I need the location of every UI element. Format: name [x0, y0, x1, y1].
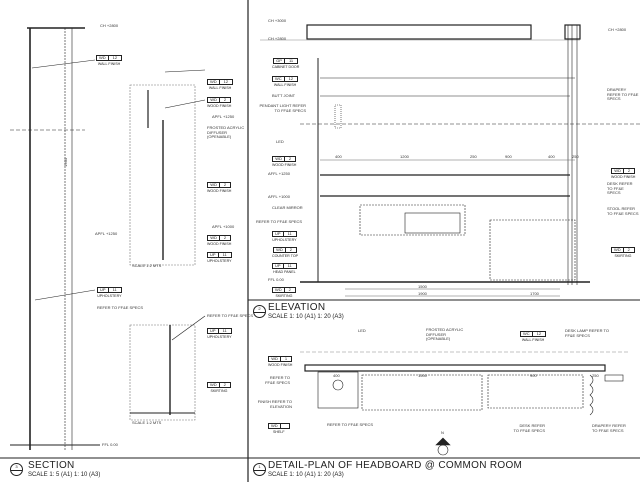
dimension: 1900: [418, 291, 427, 296]
diffuser-note: FROSTED ACRYLIC DIFFUSER (OPENABLE): [426, 327, 464, 341]
dimension: 250: [470, 154, 477, 159]
stool-note: STOOL REFER TO FF&E SPECS: [607, 206, 639, 216]
level-affl: AFFL +1250: [268, 171, 290, 176]
finish-note: FINISH REFER TO ELEVATION: [257, 399, 292, 409]
level-apfl: APFL +1250: [95, 231, 118, 236]
level-ch: CH +3000: [268, 18, 287, 23]
dimension: 1700: [530, 291, 539, 296]
level-ffl: FFL 0.00: [102, 442, 118, 447]
dimension: 1900: [63, 157, 69, 167]
dimension: 400: [335, 154, 342, 159]
dimension: 900: [530, 373, 537, 378]
level-apfl: APFL +1250: [212, 114, 235, 119]
elevation-scale: SCALE 1: 10 (A1) 1: 20 (A3): [268, 314, 344, 320]
level-ch: CH +2800: [100, 23, 119, 28]
drapery-note: DRAPERY REFER TO FF&E SPECS: [607, 87, 639, 101]
plan-bubble: 1: [253, 463, 266, 476]
pendant-note: PENDANT LIGHT REFER TO FF&E SPECS: [259, 103, 306, 113]
section-scale: SCALE 1: 5 (A1) 1: 10 (A3): [28, 472, 101, 478]
ffe-note: REFER TO FF&E SPECS: [256, 219, 303, 224]
diffuser-note: FROSTED ACRYLIC DIFFUSER (OPENABLE): [207, 125, 245, 139]
desk-note: DESK REFER TO FF&E SPECS: [607, 181, 633, 195]
butt-joint-note: BUTT JOINT: [272, 93, 296, 98]
ffe-note: REFER TO FF&E SPECS: [97, 305, 144, 310]
drapery-note: DRAPERY REFER TO FF&E SPECS: [592, 423, 626, 433]
ffe-note: REFER TO FF&E SPECS: [207, 313, 254, 318]
dimension: 250: [572, 154, 579, 159]
detail-scale: SCALE 1:2 MTS: [132, 420, 162, 425]
desk-lamp-note: DESK LAMP REFER TO FF&E SPECS: [565, 328, 610, 338]
ffe-note: REFER TO FF&E SPECS: [327, 422, 374, 427]
dimension: 900: [505, 154, 512, 159]
level-affl: AFFL +1000: [268, 194, 290, 199]
level-ch: CH +2800: [268, 36, 287, 41]
dimension: 1500: [418, 373, 427, 378]
led-note: LED: [276, 139, 284, 144]
elevation-title: ELEVATION: [268, 302, 326, 313]
dimension: 1500: [418, 284, 427, 289]
desk-note: DESK REFER TO FF&E SPECS: [513, 423, 546, 433]
dimension: 1200: [400, 154, 409, 159]
level-ch: CH +2800: [608, 27, 627, 32]
dimension: 400: [333, 373, 340, 378]
section-title: SECTION: [28, 460, 75, 471]
level-ffl: FFL 0.00: [268, 277, 284, 282]
ffe-note: REFER TO FF&E SPECS: [265, 375, 290, 385]
mirror-note: CLEAR MIRROR: [272, 205, 303, 210]
plan-scale: SCALE 1: 10 (A1) 1: 20 (A3): [268, 472, 344, 478]
section-bubble: 3: [10, 463, 23, 476]
elevation-bubble: 2: [253, 305, 266, 318]
dimension: 250: [592, 373, 599, 378]
level-apfl: APFL +1000: [212, 224, 235, 229]
dimension: 400: [548, 154, 555, 159]
north-arrow-icon: N: [441, 430, 444, 435]
led-note: LED: [358, 328, 366, 333]
detail-scale: SCALE 1:2 MTS: [132, 263, 162, 268]
plan-title: DETAIL-PLAN OF HEADBOARD @ COMMON ROOM: [268, 460, 523, 471]
